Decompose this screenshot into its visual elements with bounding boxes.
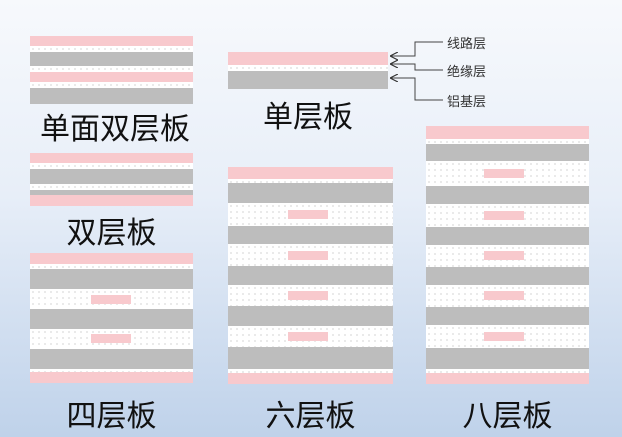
circuit-layer — [426, 126, 589, 139]
board-title: 单面双层板 — [40, 112, 190, 147]
insulation-layer — [30, 163, 193, 169]
circuit-layer — [30, 372, 193, 383]
inner-circuit-pad — [484, 332, 524, 341]
board-eight-layer — [426, 126, 589, 384]
aluminum-base-layer — [426, 307, 589, 325]
inner-circuit-pad — [288, 291, 328, 300]
inner-circuit-pad — [288, 332, 328, 341]
insulation-layer — [228, 65, 388, 71]
aluminum-base-layer — [228, 226, 393, 244]
aluminum-base-layer — [426, 227, 589, 245]
circuit-layer — [30, 36, 193, 46]
board-single-layer — [228, 52, 388, 89]
inner-circuit-pad — [288, 251, 328, 260]
insulation-layer — [30, 264, 193, 269]
board-title: 四层板 — [66, 399, 157, 434]
aluminum-base-layer — [426, 267, 589, 285]
board-six-layer — [228, 167, 393, 384]
inner-circuit-pad — [288, 210, 328, 219]
insulation-layer — [228, 369, 393, 373]
insulation-layer — [30, 369, 193, 372]
inner-circuit-pad — [91, 295, 131, 304]
circuit-layer — [228, 167, 393, 179]
inner-circuit-pad — [484, 169, 524, 178]
circuit-layer — [426, 373, 589, 384]
aluminum-base-layer — [30, 169, 193, 184]
aluminum-base-layer — [426, 186, 589, 204]
legend-insulation-layer: 绝缘层 — [447, 65, 487, 80]
insulation-layer — [30, 82, 193, 88]
circuit-layer — [228, 52, 388, 65]
insulation-layer — [30, 46, 193, 52]
insulation-layer — [228, 179, 393, 183]
aluminum-base-layer — [228, 71, 388, 89]
inner-circuit-pad — [484, 211, 524, 220]
circuit-layer — [30, 195, 193, 206]
aluminum-base-layer — [30, 190, 193, 195]
circuit-layer — [30, 153, 193, 163]
circuit-layer — [30, 253, 193, 264]
aluminum-base-layer — [228, 183, 393, 203]
inner-circuit-pad — [91, 334, 131, 343]
insulation-layer — [426, 369, 589, 373]
aluminum-base-layer — [228, 306, 393, 326]
board-title: 六层板 — [265, 399, 356, 434]
insulation-layer — [426, 139, 589, 144]
inner-circuit-pad — [484, 251, 524, 260]
aluminum-base-layer — [30, 309, 193, 329]
board-title: 单层板 — [263, 100, 353, 135]
board-single-sided-double-layer — [30, 36, 193, 104]
circuit-layer — [228, 373, 393, 384]
aluminum-base-layer — [228, 347, 393, 369]
aluminum-base-layer — [30, 88, 193, 104]
inner-circuit-pad — [484, 291, 524, 300]
aluminum-base-layer — [426, 348, 589, 369]
board-double-layer — [30, 153, 193, 206]
insulation-layer — [30, 66, 193, 72]
legend-circuit-layer: 线路层 — [447, 37, 487, 52]
aluminum-base-layer — [30, 269, 193, 289]
insulation-layer — [30, 184, 193, 190]
aluminum-base-layer — [426, 144, 589, 161]
circuit-layer — [30, 72, 193, 82]
board-four-layer — [30, 253, 193, 383]
aluminum-base-layer — [30, 349, 193, 369]
aluminum-base-layer — [30, 52, 193, 66]
aluminum-base-layer — [228, 266, 393, 285]
board-title: 八层板 — [462, 399, 553, 434]
legend-aluminum-base-layer: 铝基层 — [447, 95, 487, 110]
board-title: 双层板 — [66, 216, 157, 251]
